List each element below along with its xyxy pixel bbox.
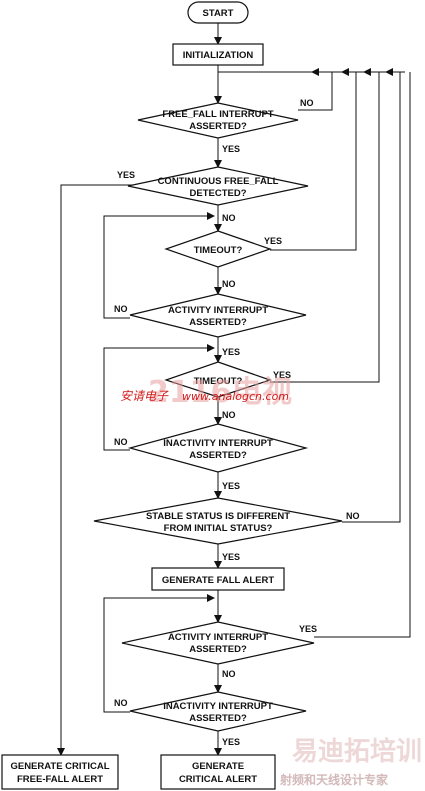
node-inactivity-interrupt-2: INACTIVITY INTERRUPT ASSERTED? <box>129 691 307 732</box>
label-timeout2-yes: YES <box>273 370 291 380</box>
svg-text:ASSERTED?: ASSERTED? <box>189 317 247 328</box>
svg-text:ASSERTED?: ASSERTED? <box>189 121 247 132</box>
svg-text:电视: 电视 <box>232 375 292 410</box>
svg-text:STABLE STATUS IS DIFFERENT: STABLE STATUS IS DIFFERENT <box>146 511 290 522</box>
node-start: START <box>187 1 249 24</box>
label-act2-no: NO <box>222 669 236 679</box>
svg-text:GENERATE: GENERATE <box>192 761 244 772</box>
node-continuous-freefall: CONTINUOUS FREE_FALL DETECTED? <box>127 166 309 206</box>
edge-timeout2-yes <box>270 72 380 383</box>
svg-text:TIMEOUT?: TIMEOUT? <box>194 376 243 387</box>
svg-text:DETECTED?: DETECTED? <box>190 188 247 199</box>
node-generate-critical-alert: GENERATE CRITICAL ALERT <box>160 754 276 790</box>
watermark-center: 2116 电视 安请电子 www.analogcn.com <box>120 375 292 410</box>
svg-text:INACTIVITY INTERRUPT: INACTIVITY INTERRUPT <box>163 701 273 712</box>
svg-text:ASSERTED?: ASSERTED? <box>189 713 247 724</box>
label-timeout1-no: NO <box>222 279 236 289</box>
node-stable-status: STABLE STATUS IS DIFFERENT FROM INITIAL … <box>93 497 343 545</box>
svg-text:INITIALIZATION: INITIALIZATION <box>183 50 254 61</box>
svg-text:INACTIVITY INTERRUPT: INACTIVITY INTERRUPT <box>163 438 273 449</box>
edge-ffint-no <box>298 72 333 111</box>
label-stable-yes: YES <box>222 552 240 562</box>
edge-act1-no <box>103 212 215 319</box>
svg-text:GENERATE FALL ALERT: GENERATE FALL ALERT <box>162 575 274 586</box>
edge-inact1-no <box>103 344 215 451</box>
svg-text:FREE-FALL ALERT: FREE-FALL ALERT <box>17 774 103 785</box>
label-ffint-no: NO <box>300 98 314 108</box>
node-freefall-interrupt: FREE_FALL INTERRUPT ASSERTED? <box>137 102 299 139</box>
label-inact1-no: NO <box>114 437 128 447</box>
svg-text:GENERATE CRITICAL: GENERATE CRITICAL <box>10 761 109 772</box>
edge-timeout1-yes <box>270 72 357 251</box>
svg-text:ACTIVITY INTERRUPT: ACTIVITY INTERRUPT <box>168 305 268 316</box>
svg-text:射频和天线设计专家: 射频和天线设计专家 <box>279 772 389 787</box>
svg-text:ASSERTED?: ASSERTED? <box>189 450 247 461</box>
svg-text:FROM INITIAL STATUS?: FROM INITIAL STATUS? <box>164 523 273 534</box>
label-stable-no: NO <box>346 511 360 521</box>
return-entry <box>217 71 310 80</box>
svg-text:START: START <box>203 8 234 19</box>
node-activity-interrupt-2: ACTIVITY INTERRUPT ASSERTED? <box>121 621 315 665</box>
label-inact2-yes: YES <box>222 737 240 747</box>
node-generate-fall-alert: GENERATE FALL ALERT <box>151 567 285 591</box>
label-act1-no: NO <box>114 304 128 314</box>
svg-text:ASSERTED?: ASSERTED? <box>189 644 247 655</box>
label-contff-no: NO <box>222 213 236 223</box>
svg-text:易迪拓培训: 易迪拓培训 <box>292 737 422 767</box>
label-inact1-yes: YES <box>222 481 240 491</box>
label-timeout1-yes: YES <box>264 236 282 246</box>
watermark-corner: 易迪拓培训 射频和天线设计专家 <box>279 737 422 787</box>
node-inactivity-interrupt-1: INACTIVITY INTERRUPT ASSERTED? <box>127 423 309 473</box>
label-act1-yes: YES <box>222 347 240 357</box>
edge-contff-yes <box>57 184 132 756</box>
node-activity-interrupt-1: ACTIVITY INTERRUPT ASSERTED? <box>129 293 307 338</box>
svg-text:CONTINUOUS FREE_FALL: CONTINUOUS FREE_FALL <box>158 176 279 187</box>
node-timeout-1: TIMEOUT? <box>164 230 272 268</box>
edge-stable-no <box>342 72 401 523</box>
svg-text:CRITICAL ALERT: CRITICAL ALERT <box>179 774 257 785</box>
edge-inact2-no <box>103 594 215 713</box>
label-inact2-no: NO <box>114 698 128 708</box>
svg-text:安请电子: 安请电子 <box>120 389 169 403</box>
svg-text:ACTIVITY INTERRUPT: ACTIVITY INTERRUPT <box>168 632 268 643</box>
svg-text:TIMEOUT?: TIMEOUT? <box>194 245 243 256</box>
label-act2-yes: YES <box>299 624 317 634</box>
node-timeout-2: TIMEOUT? <box>164 361 272 398</box>
label-ffint-yes: YES <box>222 144 240 154</box>
node-initialization: INITIALIZATION <box>172 43 264 66</box>
label-contff-yes: YES <box>117 170 135 180</box>
edge-labels: NO YES YES NO YES NO NO YES YES NO NO YE… <box>114 98 360 747</box>
svg-text:www.analogcn.com: www.analogcn.com <box>182 390 289 403</box>
node-generate-critical-freefall-alert: GENERATE CRITICAL FREE-FALL ALERT <box>1 754 119 790</box>
svg-text:2116: 2116 <box>148 375 232 410</box>
svg-text:FREE_FALL INTERRUPT: FREE_FALL INTERRUPT <box>162 109 273 120</box>
label-timeout2-no: NO <box>222 410 236 420</box>
connectors <box>57 23 411 756</box>
edge-act2-yes <box>314 72 411 638</box>
